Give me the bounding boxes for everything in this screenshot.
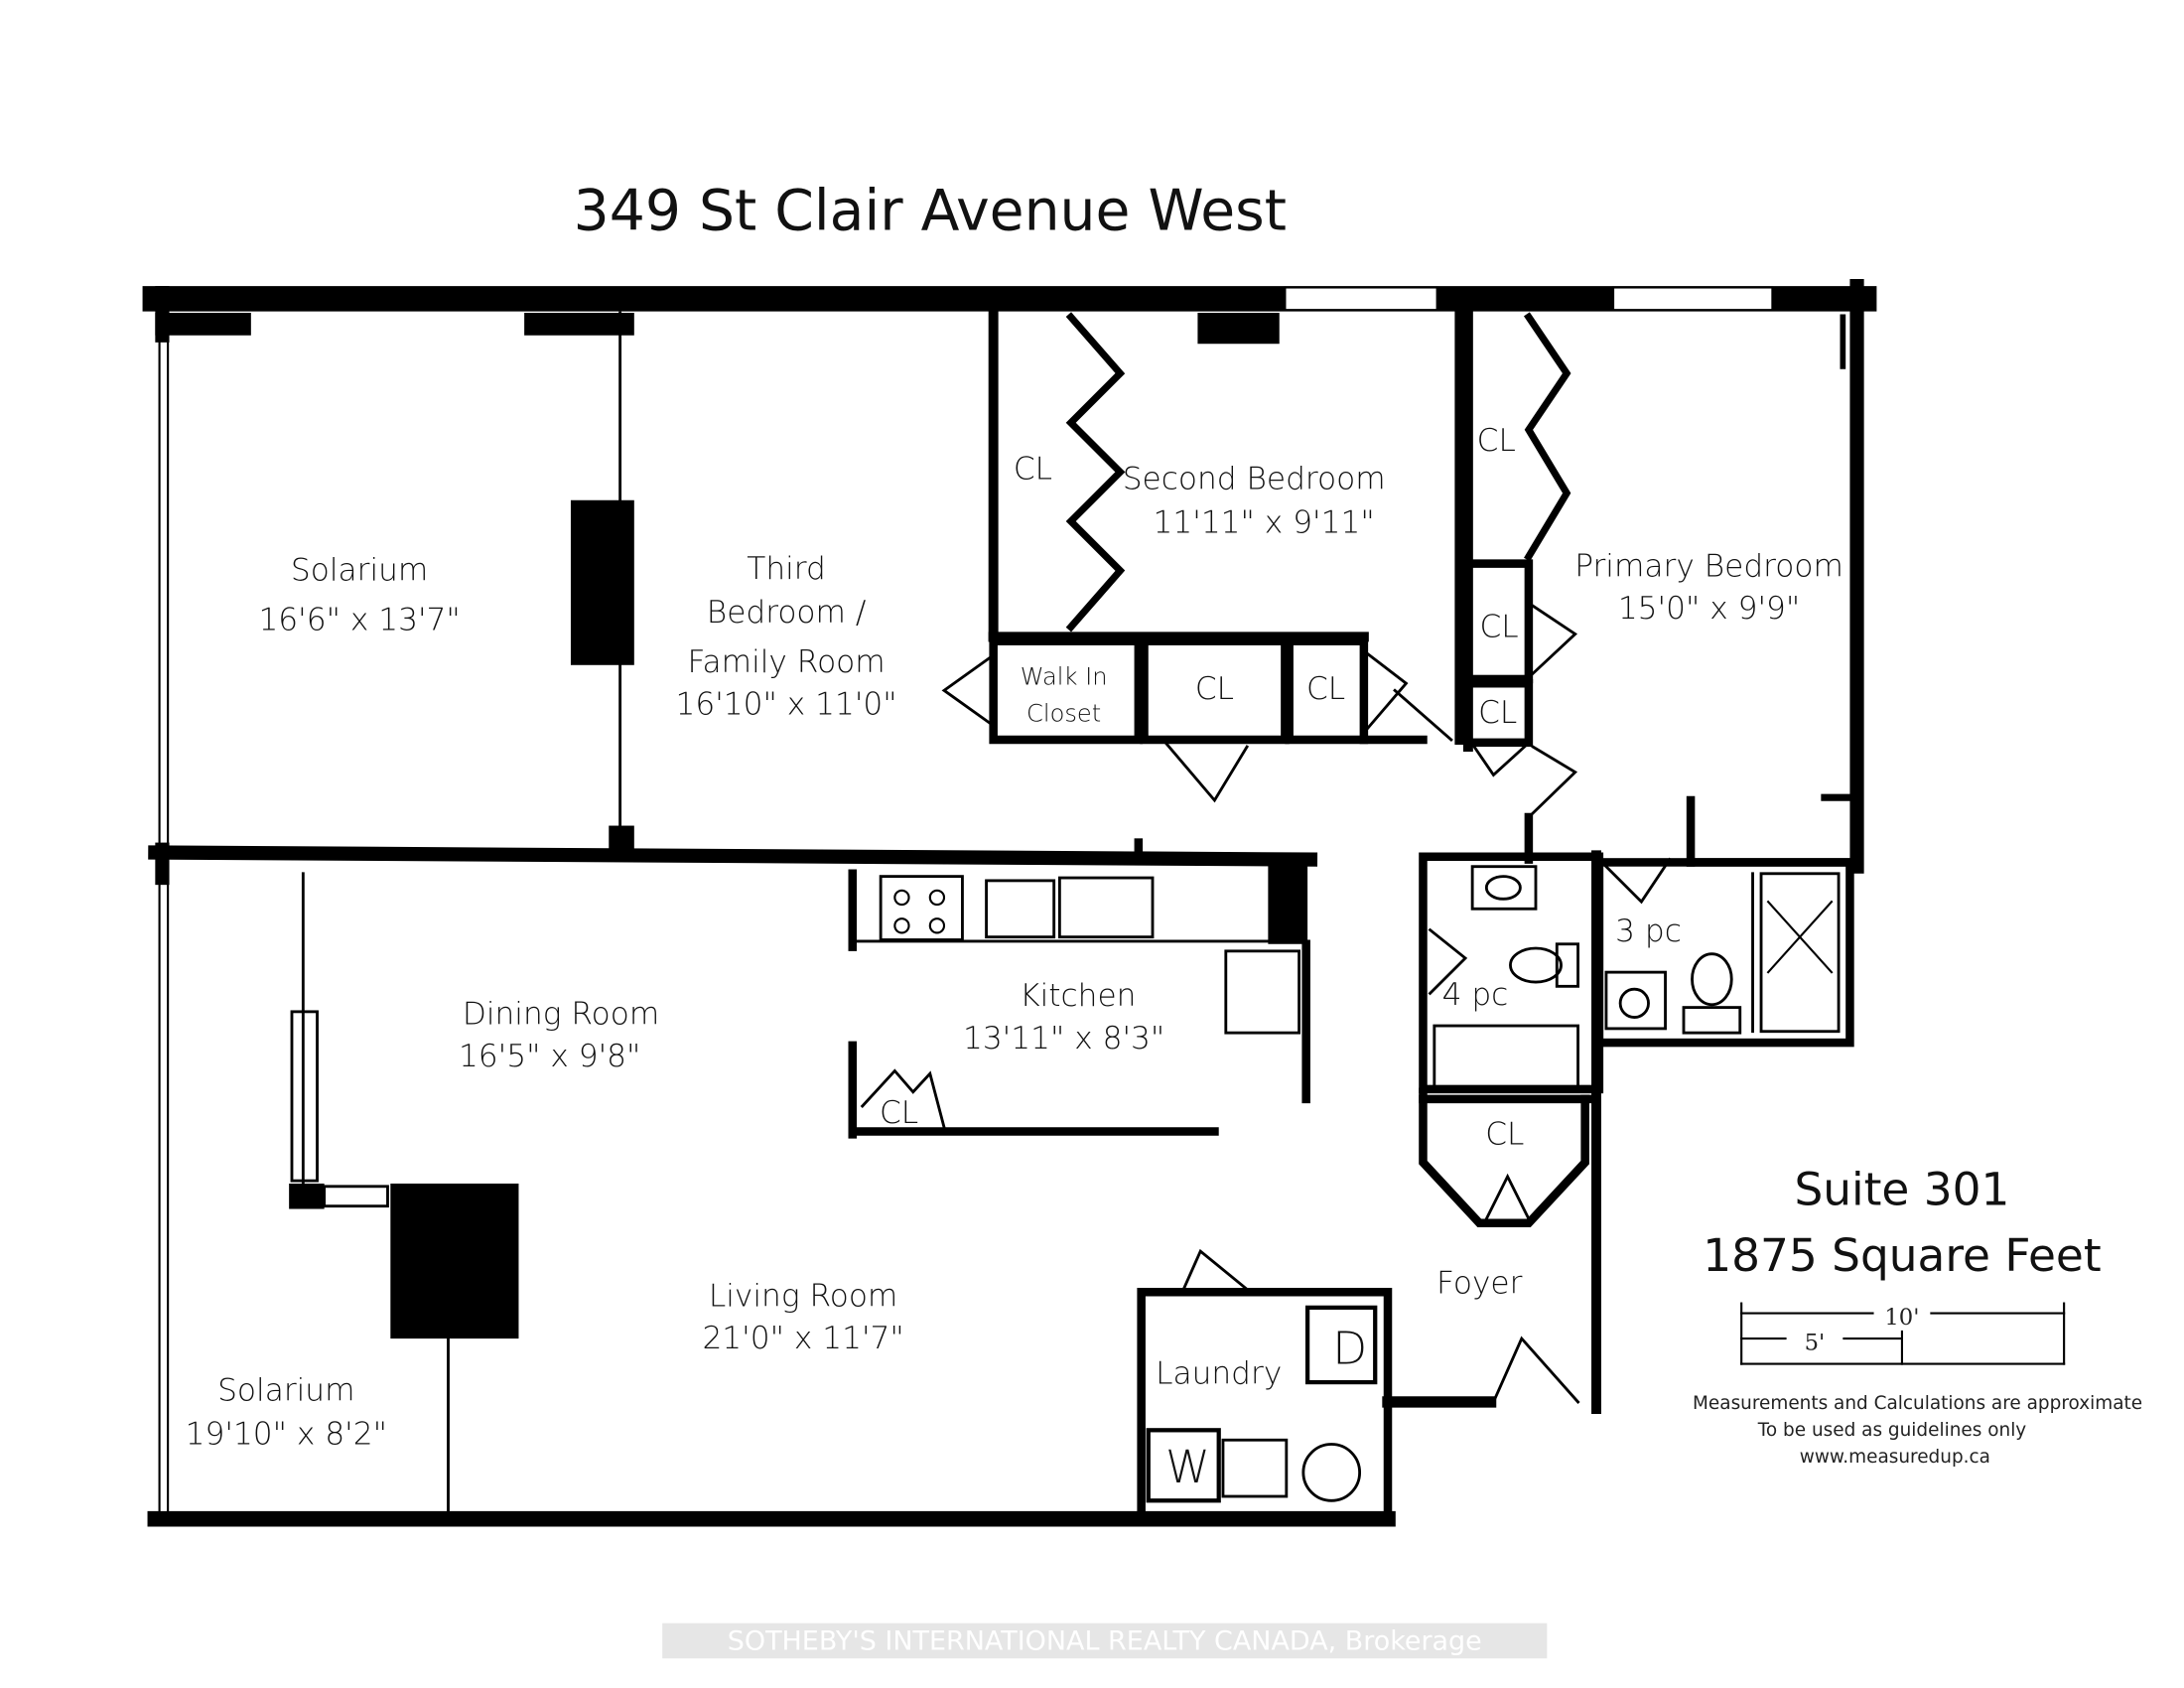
- closet-label: CL: [880, 1095, 918, 1131]
- plan-title: 349 St Clair Avenue West: [574, 178, 1287, 243]
- scale-10-label: 10': [1884, 1305, 1919, 1331]
- watermark: SOTHEBY'S INTERNATIONAL REALTY CANADA, B…: [728, 1626, 1482, 1657]
- room-name: Laundry: [1156, 1355, 1282, 1391]
- room-name: 4 pc: [1442, 977, 1509, 1013]
- closet-label: CL: [1480, 609, 1519, 644]
- room-name: Solarium: [217, 1373, 354, 1409]
- room-name: Dining Room: [463, 997, 659, 1033]
- room-name: Walk In: [1021, 663, 1108, 691]
- closet-label: CL: [1014, 451, 1052, 487]
- room-size: 21'0" x 11'7": [702, 1321, 903, 1356]
- disclaimer: Measurements and Calculations are approx…: [1693, 1393, 2142, 1414]
- square-footage: 1875 Square Feet: [1703, 1229, 2101, 1282]
- room-size: 16'6" x 13'7": [258, 602, 460, 637]
- scale-5-label: 5': [1805, 1330, 1826, 1355]
- washer-label: W: [1165, 1441, 1210, 1493]
- room-name: Foyer: [1436, 1266, 1523, 1302]
- watermark-band: [662, 1622, 1548, 1659]
- room-name: Kitchen: [1020, 978, 1136, 1014]
- closet-label: CL: [1478, 695, 1517, 731]
- suite-number: Suite 301: [1794, 1163, 2009, 1215]
- closet-label: CL: [1306, 671, 1345, 707]
- room-name: Solarium: [291, 553, 428, 589]
- closet-label: CL: [1485, 1116, 1524, 1152]
- room-size: 19'10" x 8'2": [186, 1417, 387, 1453]
- closet-label: CL: [1195, 671, 1234, 707]
- room-name: Family Room: [687, 644, 885, 680]
- room-name: Living Room: [709, 1278, 897, 1314]
- room-size: 16'5" x 9'8": [459, 1039, 640, 1074]
- room-size: 15'0" x 9'9": [1618, 591, 1800, 627]
- room-name: Primary Bedroom: [1574, 548, 1843, 584]
- closet-label: CL: [1477, 423, 1516, 459]
- dryer-label: D: [1332, 1323, 1367, 1375]
- scale-bar: 10' 5': [1740, 1302, 2066, 1365]
- room-name: Second Bedroom: [1123, 461, 1386, 496]
- room-name: 3 pc: [1615, 914, 1682, 949]
- room-name: Third: [747, 551, 826, 587]
- room-size: 16'10" x 11'0": [675, 686, 896, 722]
- room-name: Bedroom /: [707, 595, 867, 631]
- website: www.measuredup.ca: [1800, 1447, 1990, 1468]
- room-size: 11'11" x 9'11": [1154, 504, 1375, 540]
- walls: [142, 278, 1877, 1527]
- disclaimer: To be used as guidelines only: [1757, 1420, 2027, 1441]
- room-name: Closet: [1026, 700, 1101, 728]
- room-size: 13'11" x 8'3": [963, 1021, 1164, 1056]
